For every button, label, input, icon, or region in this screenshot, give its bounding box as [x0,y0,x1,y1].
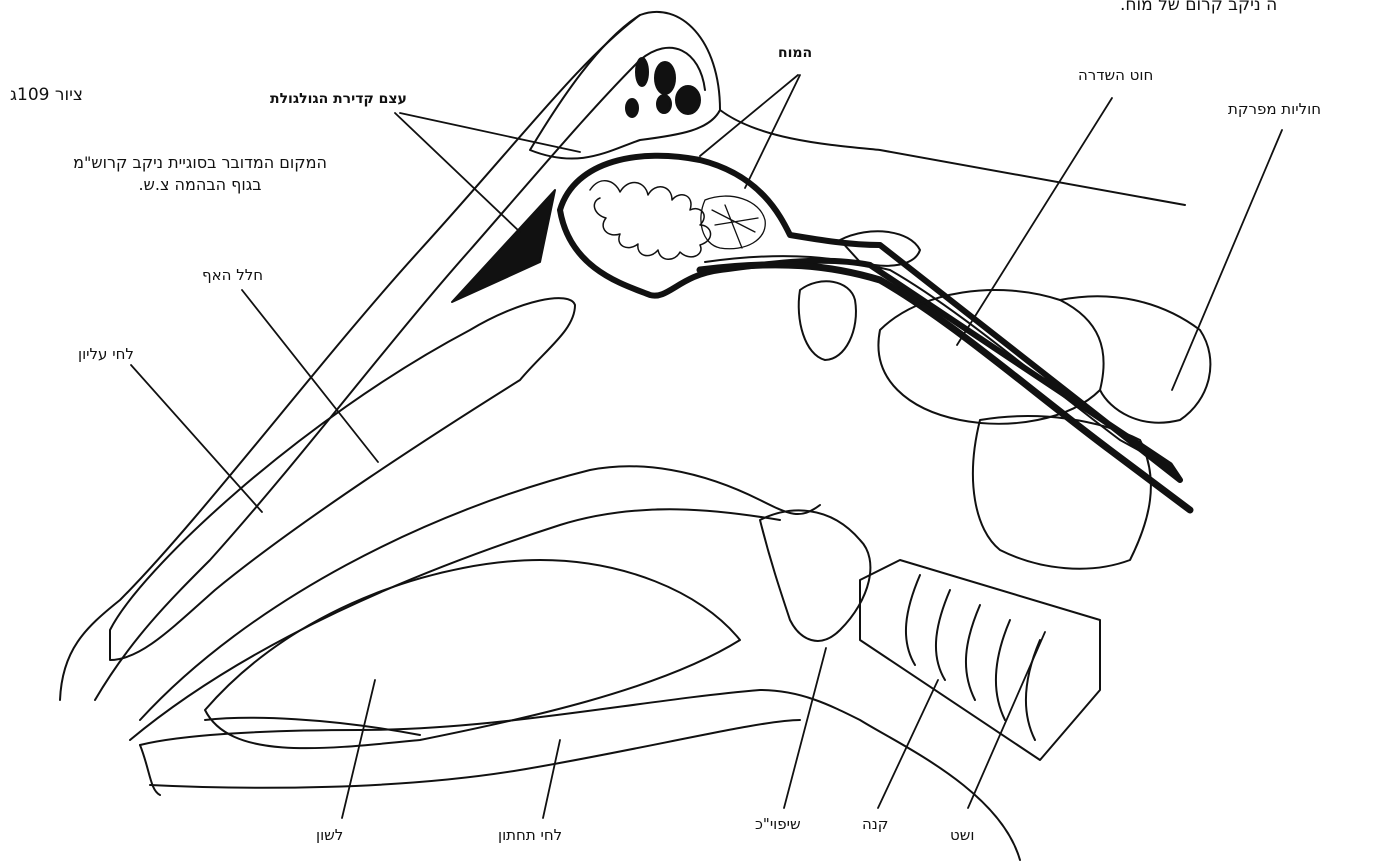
sinus-blob [657,95,671,113]
trachea-ring [1026,640,1040,740]
label-upper-jaw: לחי עליון [78,345,134,363]
sinus-blob [636,58,648,86]
brain-folds [590,181,711,260]
trachea-ring [996,620,1010,720]
trachea-ring [936,590,950,680]
tongue-shape [205,560,740,748]
description-line-2: בגוף הבהמה צ.ש. [0,174,400,196]
label-lower-jaw: לחי תחתון [498,826,562,844]
label-brain: המוח [778,44,812,62]
nasal-bone [110,298,575,660]
sinus-blob [676,86,700,114]
top-text-fragment: ה ניקב קרום של מוח. [1120,0,1277,14]
lower-jaw [140,690,1020,860]
sinus-blob [626,99,638,117]
sinus-blob [655,62,675,94]
marked-area [452,190,555,302]
label-epiglottis: שיפוי"כ [755,815,801,833]
vertebra-small [799,281,856,360]
larynx [760,510,870,640]
label-tongue: לשון [316,826,343,844]
cerebellum [701,196,765,249]
description-line-1: המקום המדובר בסוגיית ניקב קרוש"מ [0,152,400,174]
label-spinal-cord: חוט השדרה [1078,66,1153,84]
figure-description: המקום המדובר בסוגיית ניקב קרוש"מ בגוף הב… [0,152,400,196]
label-trachea: קנה [862,815,888,833]
spinal-cord-path [700,265,1190,510]
mouth-roof [130,509,780,740]
figure-number: ציור 109ג [10,86,83,104]
label-skull-bone: עצם קדירת הגולגולת [270,90,407,108]
trachea-ring [906,575,920,665]
head-outline [60,12,1185,700]
label-esophagus: ושט [950,826,974,844]
chin [140,745,160,795]
hard-palate [140,466,820,720]
label-nasal-cavity: חלל האף [202,266,263,284]
trachea-outline [860,560,1100,760]
trachea-ring [966,605,980,700]
label-vertebrae: חוליות מפרקת [1228,100,1321,118]
skull-inner-line [95,48,705,700]
lower-jaw-bottom [150,720,800,788]
